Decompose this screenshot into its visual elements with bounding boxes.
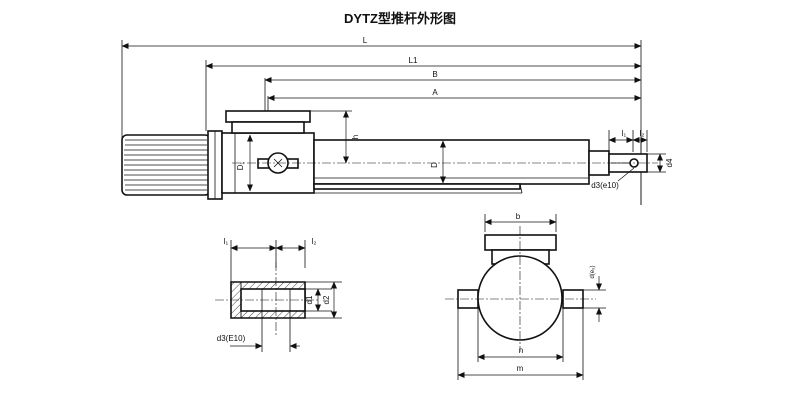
end-label-b: b [516, 212, 521, 221]
detail-label-d2: d2 [322, 295, 331, 304]
detail-label-l2: l₂ [312, 237, 317, 246]
dim-label-l1: l₁ [622, 129, 627, 138]
dim-label-D: D [430, 162, 439, 168]
end-top-flange [484, 234, 557, 251]
drawing-title: DYTZ型推杆外形图 [344, 11, 456, 26]
dim-label-h: h [351, 135, 360, 139]
gearbox-top-flange [225, 110, 311, 123]
end-label-m: m [517, 364, 524, 373]
dim-label-A: A [432, 88, 438, 97]
dim-label-L: L [363, 36, 368, 45]
dim-label-L1: L1 [409, 56, 418, 65]
detail-label-d1: d1 [305, 295, 314, 304]
detail-label-l1: l₁ [224, 237, 229, 246]
dim-label-d4: d4 [665, 158, 674, 167]
end-view: b d(e₉) n m [445, 212, 606, 380]
dim-label-B: B [432, 70, 437, 79]
side-view: L L1 B A [121, 36, 674, 205]
outer-tube [313, 139, 590, 185]
end-label-d: d(e₉) [590, 265, 596, 278]
clevis-detail: l₁ l₂ d1 d2 d3(E10) [215, 237, 342, 352]
dim-label-D1: D₁ [236, 161, 245, 170]
motor-fins [124, 139, 208, 191]
dim-label-l2: l₂ [640, 129, 645, 138]
dim-label-d3: d3(e10) [591, 181, 619, 190]
detail-label-d3: d3(E10) [217, 334, 246, 343]
guide-rail [313, 183, 521, 190]
end-label-n: n [519, 346, 523, 355]
gearbox-top-neck [231, 121, 305, 134]
